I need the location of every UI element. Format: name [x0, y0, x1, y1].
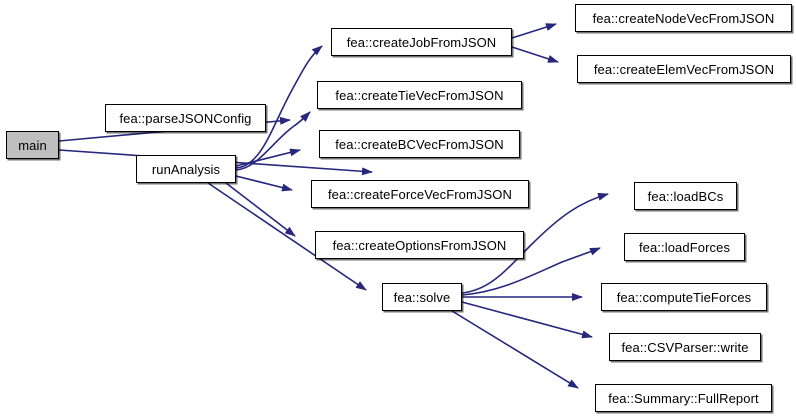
graph-edge-createJobFromJSON-to-createNodeVecFromJSON: [511, 23, 557, 39]
graph-node-createElemVecFromJSON[interactable]: fea::createElemVecFromJSON: [577, 55, 791, 83]
graph-node-label: runAnalysis: [151, 161, 221, 177]
graph-node-label: fea::solve: [393, 289, 451, 305]
graph-node-createForceVecFromJSON[interactable]: fea::createForceVecFromJSON: [311, 180, 529, 208]
graph-node-label: fea::createOptionsFromJSON: [332, 237, 507, 253]
graph-edge-runAnalysis-to-createBCVecFromJSON: [235, 148, 301, 167]
graph-node-createJobFromJSON[interactable]: fea::createJobFromJSON: [331, 28, 512, 56]
graph-node-label: main: [18, 137, 47, 153]
graph-node-runAnalysis[interactable]: runAnalysis: [136, 155, 236, 183]
graph-node-loadBCs[interactable]: fea::loadBCs: [634, 182, 737, 210]
graph-node-createOptionsFromJSON[interactable]: fea::createOptionsFromJSON: [315, 231, 524, 259]
graph-edge-runAnalysis-to-createOptionsFromJSON: [225, 182, 296, 237]
graph-node-label: fea::createJobFromJSON: [346, 34, 497, 50]
graph-node-label: fea::createForceVecFromJSON: [327, 186, 513, 202]
graph-node-createBCVecFromJSON[interactable]: fea::createBCVecFromJSON: [319, 130, 520, 158]
graph-node-loadForces[interactable]: fea::loadForces: [624, 233, 745, 261]
graph-edge-solve-to-CSVParserWrite: [461, 301, 593, 339]
graph-node-createNodeVecFromJSON[interactable]: fea::createNodeVecFromJSON: [575, 4, 792, 32]
graph-node-label: fea::createElemVecFromJSON: [593, 61, 775, 77]
graph-node-CSVParserWrite[interactable]: fea::CSVParser::write: [609, 333, 761, 361]
graph-edge-runAnalysis-to-createForceVecFromJSON: [235, 175, 293, 192]
graph-node-SummaryFullReport[interactable]: fea::Summary::FullReport: [595, 384, 772, 412]
graph-node-label: fea::loadBCs: [647, 188, 724, 204]
graph-node-label: fea::computeTieForces: [616, 289, 752, 305]
graph-node-createTieVecFromJSON[interactable]: fea::createTieVecFromJSON: [317, 81, 522, 109]
graph-edge-createJobFromJSON-to-createElemVecFromJSON: [511, 46, 559, 63]
graph-node-label: fea::createBCVecFromJSON: [335, 136, 504, 152]
graph-node-solve[interactable]: fea::solve: [382, 283, 462, 311]
graph-edge-solve-to-SummaryFullReport: [451, 310, 579, 389]
graph-node-label: fea::loadForces: [638, 239, 731, 255]
graph-node-label: fea::parseJSONConfig: [119, 110, 252, 126]
graph-node-label: fea::Summary::FullReport: [608, 390, 759, 406]
graph-node-computeTieForces[interactable]: fea::computeTieForces: [601, 283, 767, 311]
graph-node-parseJSONConfig[interactable]: fea::parseJSONConfig: [105, 104, 266, 132]
graph-node-label: fea::createTieVecFromJSON: [335, 87, 504, 103]
graph-node-label: fea::CSVParser::write: [621, 339, 749, 355]
graph-node-main[interactable]: main: [6, 131, 59, 159]
graph-node-label: fea::createNodeVecFromJSON: [592, 10, 775, 26]
